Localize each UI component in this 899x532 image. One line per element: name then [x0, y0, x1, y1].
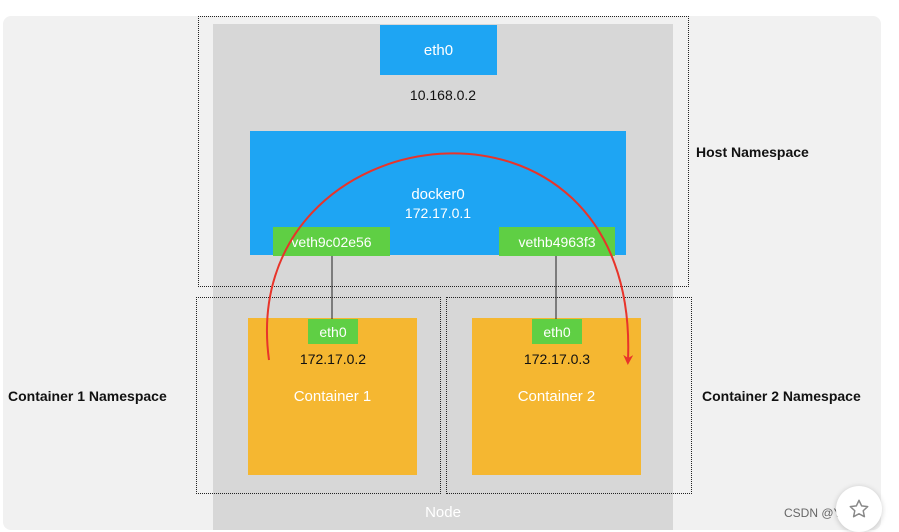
container1-name: Container 1	[293, 388, 372, 405]
container2-box	[472, 318, 641, 475]
host-namespace-label: Host Namespace	[696, 144, 809, 160]
container1-ip-address: 172.17.0.2	[299, 351, 367, 367]
veth-left-interface: veth9c02e56	[273, 227, 390, 256]
container1-box	[248, 318, 417, 475]
veth-left-label: veth9c02e56	[291, 233, 372, 250]
container2-namespace-box	[446, 297, 692, 494]
container2-eth0-interface: eth0	[532, 319, 582, 344]
star-icon	[849, 499, 869, 518]
host-ip-address: 10.168.0.2	[409, 87, 477, 103]
packet-flow-arrow	[266, 152, 634, 365]
veth-right-interface: vethb4963f3	[499, 227, 615, 256]
host-namespace-box	[198, 16, 689, 287]
container1-eth0-interface: eth0	[308, 319, 358, 344]
container2-eth0-label: eth0	[543, 323, 571, 340]
container1-namespace-label: Container 1 Namespace	[8, 388, 167, 404]
host-eth0-interface: eth0	[380, 25, 497, 75]
container1-eth0-label: eth0	[319, 323, 347, 340]
container2-namespace-label: Container 2 Namespace	[702, 388, 861, 404]
node-label: Node	[425, 504, 461, 521]
docker0-bridge-ip: 172.17.0.1	[404, 205, 472, 221]
docker0-bridge-name: docker0	[411, 186, 465, 203]
container2-ip-address: 172.17.0.3	[523, 351, 591, 367]
container1-namespace-box	[196, 297, 441, 494]
container2-name: Container 2	[517, 388, 596, 405]
favorite-button[interactable]	[836, 486, 882, 532]
host-eth0-label: eth0	[423, 41, 454, 59]
veth-right-label: vethb4963f3	[518, 233, 596, 250]
